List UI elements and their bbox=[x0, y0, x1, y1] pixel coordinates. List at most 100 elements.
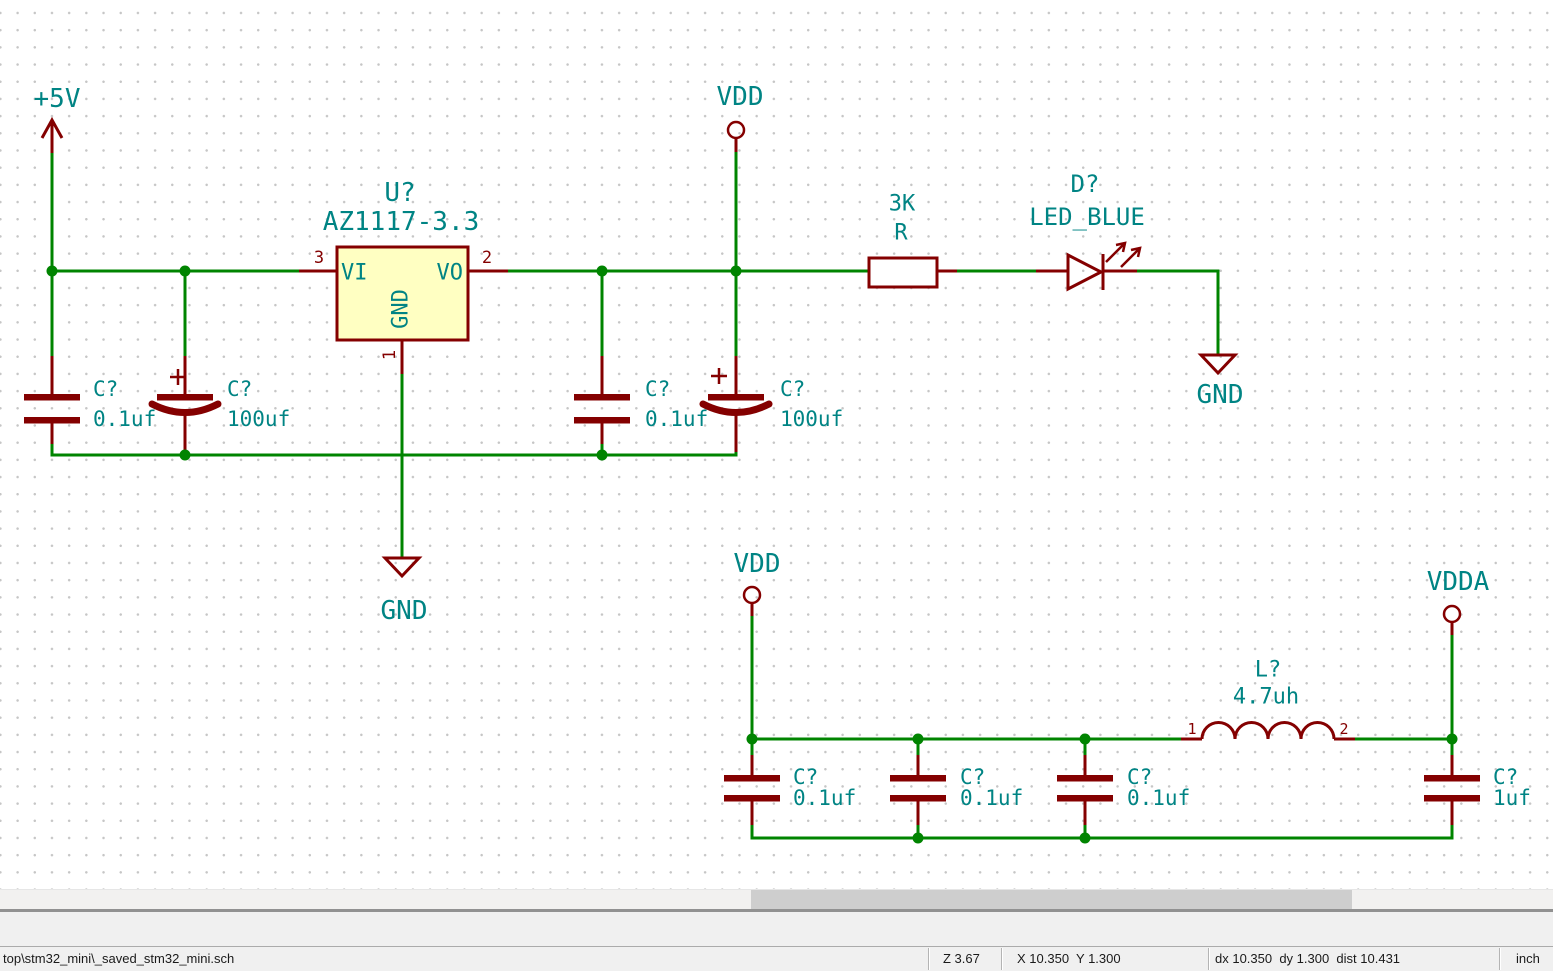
capacitor-c8[interactable]: C? 1uf bbox=[1424, 755, 1531, 825]
capacitor-plate bbox=[24, 394, 80, 401]
capacitor-value[interactable]: 0.1uf bbox=[645, 407, 708, 431]
capacitor-value[interactable]: 100uf bbox=[227, 407, 290, 431]
power-label-vdda[interactable]: VDDA bbox=[1427, 567, 1490, 597]
wire-gnd-rail-bottom[interactable] bbox=[750, 825, 1454, 840]
resistor-ref[interactable]: R bbox=[894, 221, 908, 246]
power-symbol-gnd-led[interactable]: GND bbox=[1197, 353, 1244, 410]
capacitor-ref[interactable]: C? bbox=[960, 765, 985, 789]
junction-dot[interactable] bbox=[912, 832, 924, 844]
capacitor-plate bbox=[157, 394, 213, 401]
junction-dots bbox=[46, 265, 1458, 844]
horizontal-scrollbar[interactable] bbox=[0, 889, 1553, 910]
regulator-value[interactable]: AZ1117-3.3 bbox=[323, 207, 480, 237]
inductor-l[interactable]: L? 4.7uh 1 2 bbox=[1181, 658, 1355, 741]
bottom-panel bbox=[0, 909, 1553, 946]
regulator-body[interactable] bbox=[335, 245, 470, 342]
gnd-triangle bbox=[381, 556, 423, 579]
capacitor-plate bbox=[890, 795, 946, 802]
capacitor-c5[interactable]: C? 0.1uf bbox=[724, 755, 856, 825]
schematic-drawing: +5V VDD GND GND VDD bbox=[24, 82, 1531, 844]
junction-dot[interactable] bbox=[179, 449, 191, 461]
schematic-canvas[interactable]: +5V VDD GND GND VDD bbox=[0, 0, 1553, 889]
junction-dot[interactable] bbox=[746, 733, 758, 745]
power-symbol-vdda[interactable]: VDDA bbox=[1427, 567, 1490, 635]
power-label-vdd-bottom[interactable]: VDD bbox=[734, 549, 781, 579]
junction-dot[interactable] bbox=[596, 449, 608, 461]
status-separator bbox=[1208, 948, 1209, 970]
capacitor-value[interactable]: 100uf bbox=[780, 407, 843, 431]
capacitor-value[interactable]: 0.1uf bbox=[960, 786, 1023, 810]
power-arrow-head bbox=[40, 116, 64, 139]
led-ref[interactable]: D? bbox=[1071, 170, 1100, 198]
junction-dot[interactable] bbox=[596, 265, 608, 277]
junction-dot[interactable] bbox=[179, 265, 191, 277]
power-circle bbox=[1442, 604, 1462, 624]
power-label-5v[interactable]: +5V bbox=[34, 84, 81, 114]
capacitor-c7[interactable]: C? 0.1uf bbox=[1057, 755, 1190, 825]
wire-5v-net[interactable] bbox=[50, 153, 738, 457]
regulator-az1117[interactable]: U? AZ1117-3.3 VI VO GND 3 2 1 bbox=[299, 178, 508, 374]
junction-dot[interactable] bbox=[1079, 733, 1091, 745]
inductor-value[interactable]: 4.7uh bbox=[1233, 685, 1299, 710]
capacitor-c3[interactable]: C? 0.1uf bbox=[574, 356, 708, 444]
regulator-pin-name-gnd: GND bbox=[389, 289, 414, 329]
capacitor-value[interactable]: 0.1uf bbox=[93, 407, 156, 431]
capacitor-ref[interactable]: C? bbox=[93, 377, 118, 401]
scrollbar-thumb[interactable] bbox=[751, 890, 1352, 910]
junction-dot[interactable] bbox=[730, 265, 742, 277]
capacitor-ref[interactable]: C? bbox=[645, 377, 670, 401]
led-d[interactable]: D? LED_BLUE bbox=[1029, 170, 1145, 292]
power-circle bbox=[726, 120, 746, 140]
resistor-r[interactable]: 3K R bbox=[867, 192, 957, 289]
junction-dot[interactable] bbox=[46, 265, 58, 277]
wire-vdd-net-bottom[interactable] bbox=[750, 616, 1454, 755]
capacitor-c2-polarized[interactable]: C? 100uf bbox=[148, 356, 290, 452]
regulator-ref[interactable]: U? bbox=[384, 178, 415, 208]
power-symbol-vdd-top[interactable]: VDD bbox=[717, 82, 764, 152]
led-emission-arrow bbox=[1120, 246, 1142, 268]
junction-dot[interactable] bbox=[912, 733, 924, 745]
capacitor-ref[interactable]: C? bbox=[1127, 765, 1152, 789]
capacitor-c1[interactable]: C? 0.1uf bbox=[24, 356, 156, 444]
gnd-triangle bbox=[1197, 353, 1239, 376]
power-symbol-vdd-bottom[interactable]: VDD bbox=[734, 549, 781, 616]
power-label-gnd-regulator[interactable]: GND bbox=[381, 596, 428, 626]
wire-vdd-net-top[interactable] bbox=[508, 152, 1036, 455]
capacitor-c6[interactable]: C? 0.1uf bbox=[890, 755, 1023, 825]
regulator-pin-number-3: 3 bbox=[314, 248, 324, 268]
inductor-pin-number-1: 1 bbox=[1187, 720, 1196, 738]
capacitor-ref[interactable]: C? bbox=[780, 377, 805, 401]
capacitor-plate bbox=[574, 394, 630, 401]
power-circle bbox=[742, 585, 762, 605]
led-value[interactable]: LED_BLUE bbox=[1029, 203, 1145, 231]
wire-led-to-gnd[interactable] bbox=[1137, 269, 1220, 355]
inductor-ref[interactable]: L? bbox=[1255, 658, 1282, 683]
led-triangle bbox=[1066, 252, 1105, 292]
junction-dot[interactable] bbox=[1446, 733, 1458, 745]
capacitor-value[interactable]: 0.1uf bbox=[1127, 786, 1190, 810]
power-label-vdd-top[interactable]: VDD bbox=[717, 82, 764, 112]
power-label-gnd-led[interactable]: GND bbox=[1197, 380, 1244, 410]
capacitor-ref[interactable]: C? bbox=[1493, 765, 1518, 789]
status-separator bbox=[1001, 948, 1002, 970]
resistor-value[interactable]: 3K bbox=[889, 192, 916, 217]
junction-dot[interactable] bbox=[1079, 832, 1091, 844]
capacitor-plate bbox=[724, 775, 780, 782]
capacitor-value[interactable]: 1uf bbox=[1493, 786, 1531, 810]
power-symbol-gnd-regulator[interactable]: GND bbox=[381, 556, 428, 626]
status-units: inch bbox=[1516, 951, 1540, 966]
polarity-plus-icon bbox=[170, 369, 186, 385]
resistor-body[interactable] bbox=[867, 256, 939, 289]
status-cursor-position: X 10.350 Y 1.300 bbox=[1017, 951, 1121, 966]
capacitor-c4-polarized[interactable]: C? 100uf bbox=[699, 356, 843, 452]
capacitor-plate bbox=[1057, 795, 1113, 802]
capacitor-ref[interactable]: C? bbox=[793, 765, 818, 789]
capacitor-plate bbox=[708, 394, 764, 401]
capacitor-value[interactable]: 0.1uf bbox=[793, 786, 856, 810]
capacitor-ref[interactable]: C? bbox=[227, 377, 252, 401]
regulator-pin-number-1: 1 bbox=[380, 350, 400, 360]
capacitor-plate bbox=[24, 417, 80, 424]
status-separator bbox=[1499, 948, 1500, 970]
power-symbol-plus5v[interactable]: +5V bbox=[34, 84, 81, 153]
